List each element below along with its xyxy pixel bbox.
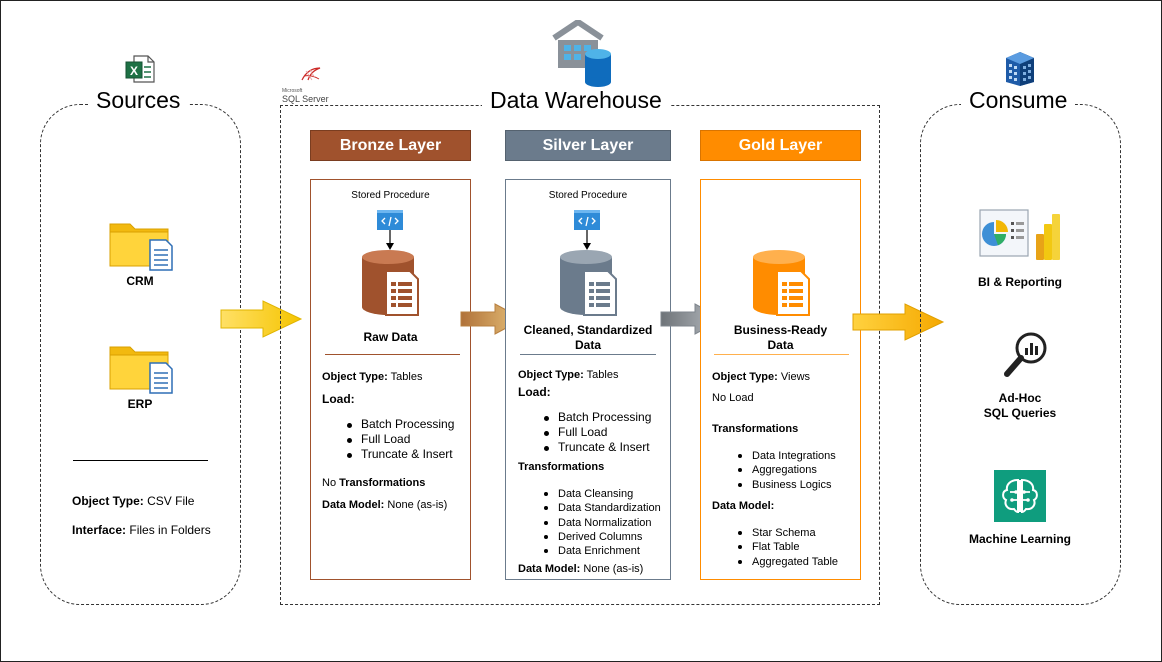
warehouse-title: Data Warehouse	[482, 87, 670, 113]
list-item: Aggregations	[736, 463, 836, 477]
list-item: Data Normalization	[542, 516, 661, 530]
list-item: Flat Table	[736, 540, 838, 554]
sql-server-label: SQL Server	[282, 94, 329, 104]
list-item: Aggregated Table	[736, 555, 838, 569]
list-item: Full Load	[542, 425, 651, 440]
bi-reporting-label: BI & Reporting	[978, 275, 1062, 289]
list-item: Full Load	[345, 432, 454, 447]
list-item: Batch Processing	[542, 410, 651, 425]
arrow-sources-to-bronze	[219, 299, 303, 339]
sources-divider	[73, 460, 208, 461]
bronze-database-icon	[360, 249, 420, 317]
gold-layer-box	[700, 179, 861, 580]
gold-load: No Load	[712, 392, 754, 404]
silver-stored-procedure-label: Stored Procedure	[548, 190, 628, 201]
crm-label: CRM	[126, 274, 154, 288]
list-item: Business Logics	[736, 478, 836, 492]
bronze-load-list: Batch Processing Full Load Truncate & In…	[345, 417, 454, 462]
bronze-code-icon	[377, 208, 403, 252]
gold-data-label-2: Data	[767, 338, 794, 352]
list-item: Data Standardization	[542, 501, 661, 515]
list-item: Data Cleansing	[542, 487, 661, 501]
erp-folder-icon	[108, 341, 176, 395]
silver-database-icon	[558, 249, 618, 317]
gold-data-label-1: Business-Ready	[733, 323, 828, 337]
gold-layer-header: Gold Layer	[700, 130, 861, 161]
gold-divider	[714, 354, 849, 355]
bronze-object-type: Object Type: Tables	[322, 371, 423, 383]
bronze-stored-procedure-label: Stored Procedure	[351, 190, 430, 201]
list-item: Star Schema	[736, 526, 838, 540]
ml-brain-icon	[994, 470, 1046, 522]
sql-server-icon	[300, 66, 322, 82]
azure-building-icon	[1002, 48, 1038, 86]
svg-text:X: X	[130, 64, 138, 78]
magnifier-chart-icon	[1003, 330, 1049, 378]
sources-interface: Interface: Files in Folders	[72, 523, 211, 537]
silver-object-type: Object Type: Tables	[518, 369, 619, 381]
gold-database-icon	[751, 249, 811, 317]
bronze-data-label: Raw Data	[363, 330, 418, 344]
silver-divider	[520, 354, 656, 355]
adhoc-label-1: Ad-Hoc	[998, 391, 1042, 405]
warehouse-icon	[552, 20, 620, 88]
silver-load-label: Load:	[518, 385, 551, 399]
gold-transformations-list: Data Integrations Aggregations Business …	[736, 449, 836, 492]
list-item: Derived Columns	[542, 530, 661, 544]
sources-object-type: Object Type: CSV File	[72, 494, 195, 508]
silver-transformations-list: Data Cleansing Data Standardization Data…	[542, 487, 661, 558]
gold-data-model-label: Data Model:	[712, 500, 775, 512]
bronze-transformations: No Transformations	[322, 477, 426, 489]
bi-dashboard-icon	[978, 208, 1062, 262]
bronze-layer-header: Bronze Layer	[310, 130, 471, 161]
bronze-data-model: Data Model: None (as-is)	[322, 499, 448, 511]
list-item: Truncate & Insert	[542, 440, 651, 455]
bronze-load-label: Load:	[322, 392, 355, 406]
sql-server-small-text: Microsoft	[282, 88, 303, 94]
sources-title: Sources	[88, 87, 189, 113]
consume-title: Consume	[961, 87, 1076, 113]
list-item: Data Enrichment	[542, 544, 661, 558]
bronze-divider	[325, 354, 460, 355]
silver-load-list: Batch Processing Full Load Truncate & In…	[542, 410, 651, 455]
silver-data-model: Data Model: None (as-is)	[518, 563, 644, 575]
gold-transformations-label: Transformations	[712, 423, 799, 435]
silver-layer-header: Silver Layer	[505, 130, 671, 161]
silver-data-label-2: Data	[574, 338, 601, 352]
silver-data-label-1: Cleaned, Standardized	[523, 323, 653, 337]
list-item: Batch Processing	[345, 417, 454, 432]
machine-learning-label: Machine Learning	[968, 532, 1072, 546]
crm-folder-icon	[108, 218, 176, 272]
gold-data-model-list: Star Schema Flat Table Aggregated Table	[736, 526, 838, 569]
erp-label: ERP	[127, 397, 153, 411]
list-item: Data Integrations	[736, 449, 836, 463]
gold-object-type: Object Type: Views	[712, 371, 811, 383]
silver-transformations-label: Transformations	[518, 461, 605, 473]
silver-code-icon	[574, 208, 600, 252]
excel-icon: X	[124, 54, 156, 84]
adhoc-label-2: SQL Queries	[983, 406, 1057, 420]
list-item: Truncate & Insert	[345, 447, 454, 462]
